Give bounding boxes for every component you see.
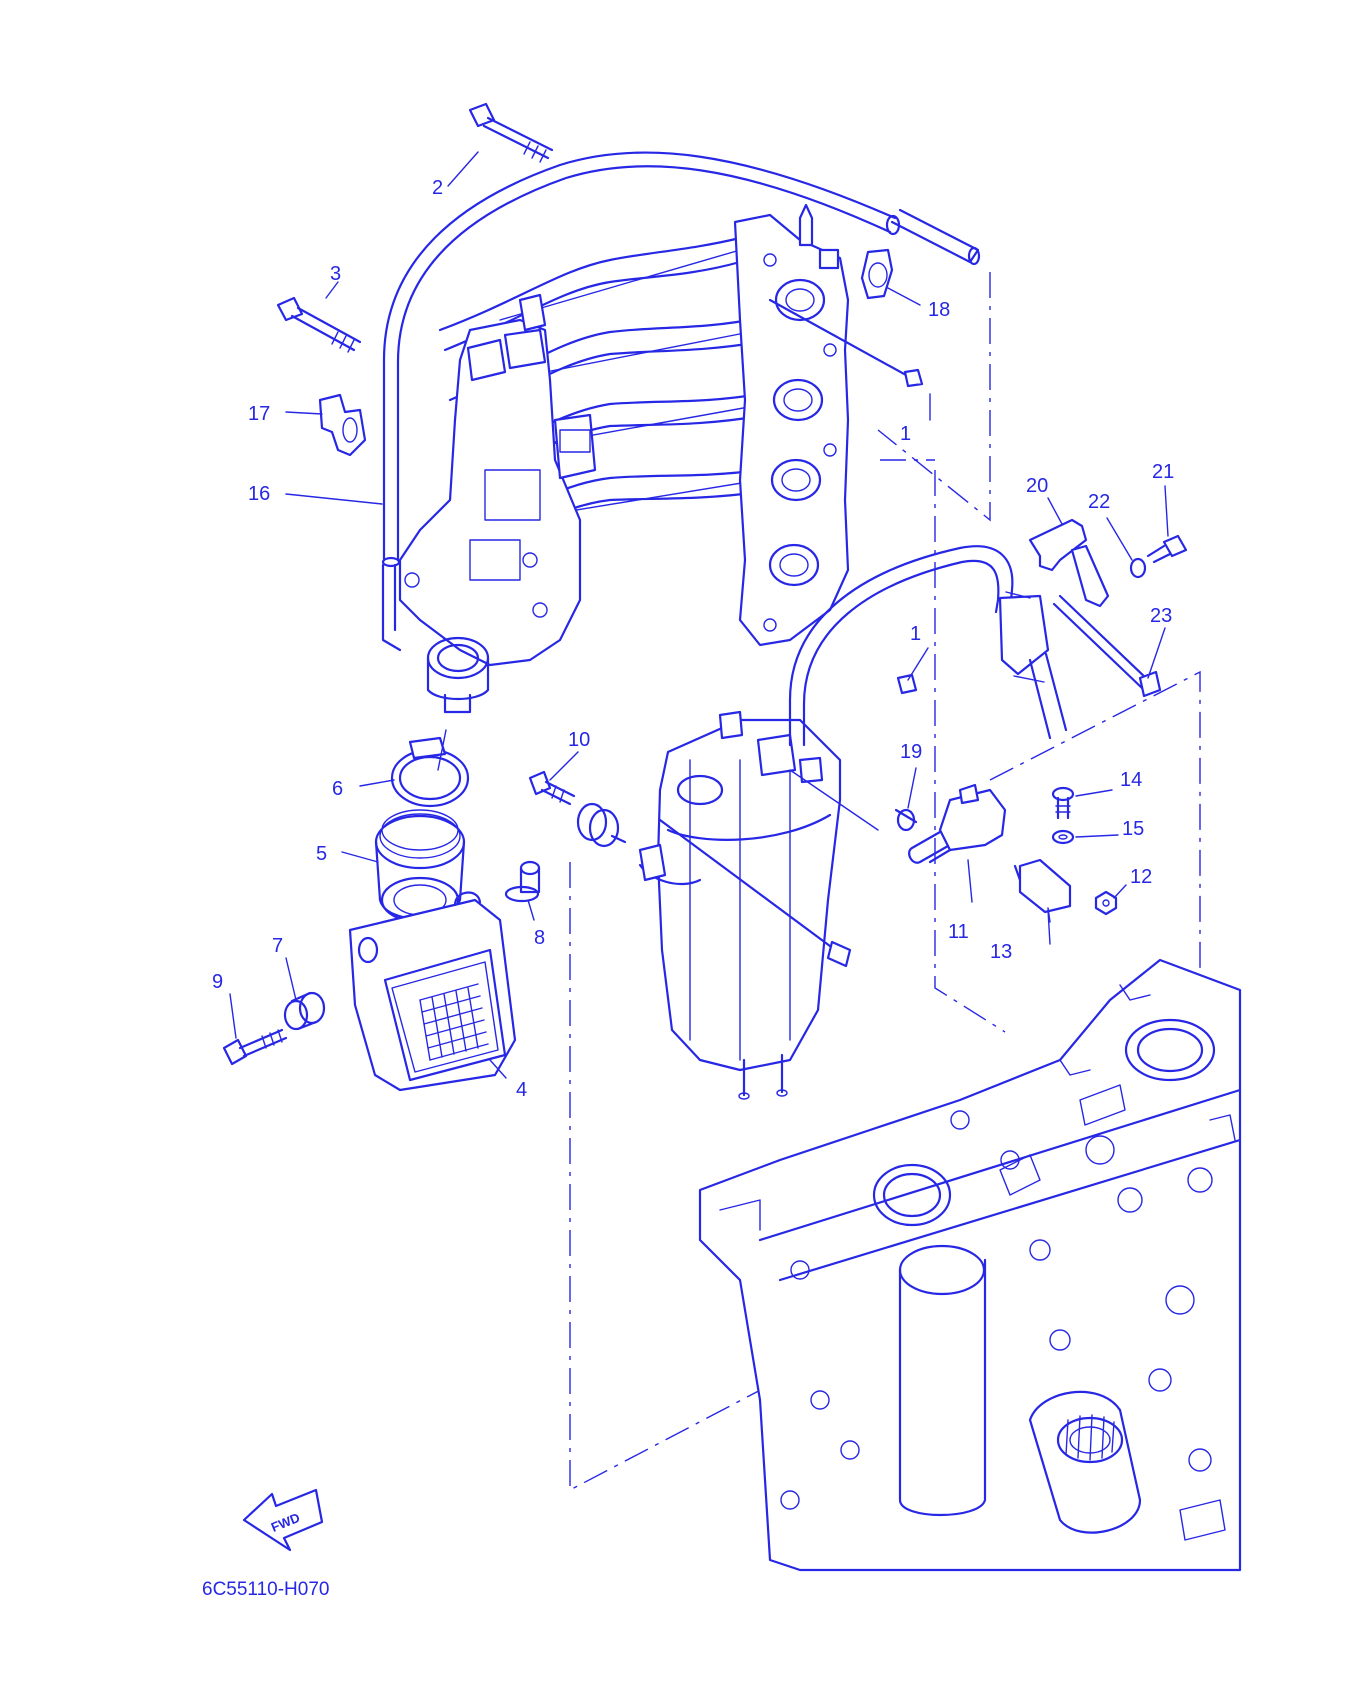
callout-labels: 1 1 2 3 4 5 6 7 8 9 10 11 12 13 14 15 16… [212,177,1174,1101]
callout-21: 21 [1152,461,1174,483]
bolt-part-10 [528,770,576,806]
vapor-separator-assembly [638,710,852,1100]
callout-8: 8 [534,927,545,949]
callout-9: 9 [212,971,223,993]
bolt-part-2 [468,102,554,163]
bolt-part-3 [276,296,362,353]
callout-1-lower: 1 [910,623,921,645]
callout-7: 7 [272,935,283,957]
callout-18: 18 [928,299,950,321]
valve-part-11 [908,783,1007,864]
washer-part-15 [1051,829,1075,845]
intake-manifold-assembly [381,203,850,714]
callout-1-upper: 1 [900,423,911,445]
bushing-part-8 [504,860,541,903]
hose-part-16 [381,151,981,568]
callout-17: 17 [248,403,270,425]
callout-22: 22 [1088,491,1110,513]
cable-tie-part-23 [1052,594,1162,698]
clip-part-19 [894,808,918,832]
callout-13: 13 [990,941,1012,963]
bolt-part-9 [222,1028,288,1066]
intake-silencer-part-4 [348,891,517,1092]
cylinder-block [698,958,1242,1572]
callout-14: 14 [1120,769,1142,791]
callout-4: 4 [516,1079,527,1101]
clamp-part-18 [860,248,894,300]
callout-10: 10 [568,729,590,751]
callout-3: 3 [330,263,341,285]
nut-part-12 [1094,890,1118,916]
dowel-pin-part-1-upper [768,298,924,388]
bolt-part-14 [1051,786,1075,820]
callout-16: 16 [248,483,270,505]
assembly-guide-lines [569,272,1201,1492]
drawing-code: 6C55110-H070 [202,1579,329,1600]
bracket-part-13 [1013,858,1072,914]
grommet-part-7 [283,991,326,1031]
callout-23: 23 [1150,605,1172,627]
callout-20: 20 [1026,475,1048,497]
fuel-hose [788,545,1068,831]
callout-2: 2 [432,177,443,199]
dowel-pin-part-1-lower [896,673,918,695]
callout-15: 15 [1122,818,1144,840]
callout-12: 12 [1130,866,1152,888]
callout-6: 6 [332,778,343,800]
washer-part-22 [1129,557,1147,579]
leader-lines [229,151,1169,1079]
oil-filter [1028,1390,1142,1534]
callout-19: 19 [900,741,922,763]
bracket-part-20 [1028,518,1110,608]
callout-5: 5 [316,843,327,865]
callout-11: 11 [948,921,969,943]
hose-clamp-part-6 [390,736,470,808]
clamp-part-17 [318,393,367,457]
grommet-separator-mount [576,802,627,848]
silencer-mesh [419,983,489,1061]
bolt-part-21 [1146,534,1188,564]
fwd-arrow-icon: FWD [242,1488,324,1552]
